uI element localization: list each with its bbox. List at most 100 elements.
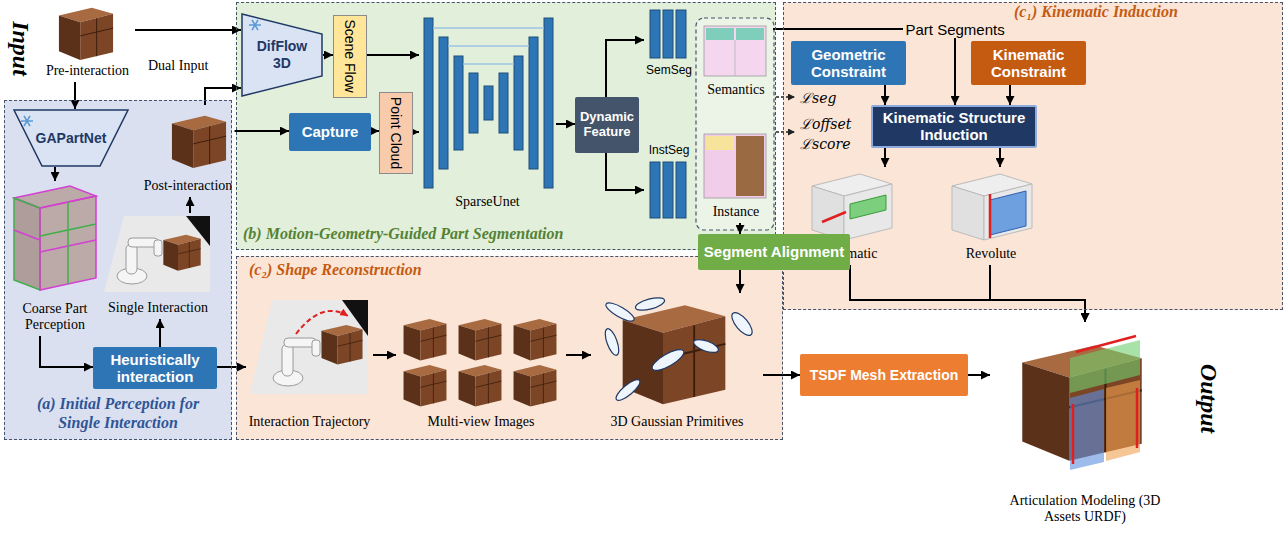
multi-view-figure — [459, 365, 502, 406]
gaussian-figure — [603, 327, 622, 357]
interaction-scene — [104, 216, 210, 292]
instance-figure — [704, 134, 766, 198]
trajectory-scene — [250, 300, 368, 394]
gaussian-figure — [613, 377, 642, 404]
semantic-figure — [735, 40, 736, 76]
side-title: Output — [1195, 363, 1222, 432]
gaussian-figure — [604, 300, 637, 325]
articulated-asset — [1106, 380, 1140, 461]
figure-node: Coarse Part Perception — [8, 181, 102, 336]
figure-caption: Pre-interaction — [46, 63, 129, 79]
sparse-unet-figure — [544, 18, 553, 188]
side-title: Input — [6, 21, 33, 76]
instance-figure — [706, 136, 734, 150]
figure-caption: Multi-view Images — [428, 414, 535, 430]
trajectory-scene — [284, 338, 316, 347]
flow-arrow — [413, 131, 419, 133]
figure-caption: Interaction Trajectory — [249, 414, 371, 430]
flow-arrow — [990, 265, 1085, 322]
figure-node: Interaction Trajectory — [246, 297, 373, 433]
gaussian-figure — [728, 309, 755, 338]
flow-arrow — [159, 319, 161, 347]
figure-node: Pre-interaction — [40, 2, 135, 82]
loss-pointer — [776, 131, 795, 133]
flow-arrow — [556, 123, 575, 125]
articulated-asset — [1076, 336, 1136, 352]
semantic-figure — [736, 28, 764, 40]
panel-ground — [4, 2, 1283, 440]
interaction-scene — [104, 216, 210, 292]
process-box: Kinematic Structure Induction — [871, 105, 1037, 148]
sparse-unet-figure — [448, 45, 529, 47]
flow-arrow — [606, 40, 644, 97]
prismatic-figure — [812, 186, 844, 240]
prismatic-figure — [844, 184, 892, 240]
semantic-figure — [704, 26, 766, 76]
sparse-unet-figure — [469, 73, 478, 133]
loss-pointer — [776, 96, 795, 98]
trajectory-scene — [250, 300, 368, 394]
coarse-part-figure — [67, 202, 69, 284]
articulated-asset — [1022, 336, 1141, 470]
segmentation-head — [650, 10, 686, 218]
block-outline — [242, 14, 322, 96]
box-label: TSDF Mesh Extraction — [810, 367, 959, 383]
figure-node: Multi-view Images — [396, 313, 566, 433]
box-label: Dynamic Feature — [579, 110, 635, 140]
flow-arrow — [739, 223, 741, 234]
multi-view-figure — [459, 319, 502, 360]
figure-caption: SparseUnet — [455, 194, 520, 210]
figure-node: Instance — [699, 131, 773, 223]
flow-arrow — [884, 85, 886, 105]
revolute-figure — [989, 194, 992, 238]
flow-arrow — [1009, 85, 1011, 105]
coarse-part-figure — [14, 186, 96, 290]
flow-arrow — [884, 148, 886, 168]
interaction-scene — [126, 244, 137, 274]
panel-ground — [236, 256, 783, 440]
flow-arrow — [999, 148, 1001, 168]
process-box: Geometric Constraint — [791, 41, 906, 85]
gaussian-figure — [603, 295, 756, 403]
box-label: Segment Alignment — [704, 243, 844, 260]
flow-arrow — [54, 167, 56, 181]
annotation: ℒoffset — [800, 114, 851, 133]
flow-arrow — [40, 336, 93, 367]
process-box: Kinematic Constraint — [971, 41, 1086, 85]
annotation: ℒseg — [800, 88, 836, 107]
figure-node: Post-interaction — [142, 105, 235, 197]
stage-panel: DifFlow 3DScene FlowCapturePoint CloudSp… — [236, 2, 776, 250]
frozen-icon — [21, 116, 33, 126]
flow-arrow — [739, 270, 741, 293]
process-box: Capture — [289, 113, 371, 151]
flow-arrow — [371, 130, 379, 132]
process-box: TSDF Mesh Extraction — [800, 354, 968, 396]
revolute-figure — [952, 174, 1032, 240]
interaction-scene — [163, 235, 200, 271]
panel-ground — [783, 2, 1283, 310]
gaussian-figure — [634, 295, 666, 312]
sparse-unet-figure — [463, 63, 514, 65]
prismatic-figure — [812, 174, 892, 240]
flow-arrow — [189, 197, 191, 213]
revolute-figure — [984, 184, 1032, 240]
block-label: DifFlow 3D — [252, 38, 312, 72]
figure-caption: Revolute — [966, 246, 1017, 262]
flow-arrow — [367, 54, 419, 56]
coarse-part-figure — [14, 230, 40, 240]
multi-view-figure — [514, 319, 557, 360]
gaussian-figure — [692, 337, 720, 355]
box-label: Kinematic Structure Induction — [877, 109, 1031, 144]
process-box: Segment Alignment — [698, 234, 850, 270]
gaussian-figure — [623, 305, 726, 404]
stage-panel: Geometric Constraint Kinematic Constraint… — [783, 2, 1283, 310]
segments-region — [696, 18, 774, 230]
edge-label: Part Segments — [903, 21, 1008, 38]
trajectory-scene — [321, 325, 362, 365]
articulated-asset — [1136, 388, 1139, 448]
process-box: Dynamic Feature — [575, 97, 639, 153]
figure-node: SemSeg — [644, 9, 694, 81]
revolute-figure — [990, 191, 1026, 235]
annotation: ℒscore — [800, 134, 850, 153]
